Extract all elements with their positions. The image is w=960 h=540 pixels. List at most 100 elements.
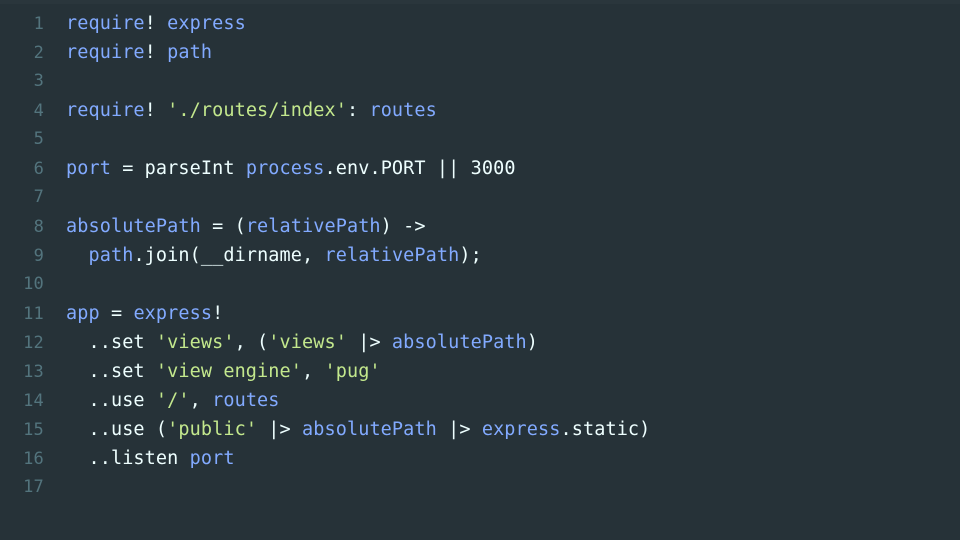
code-token-kw: require — [66, 100, 145, 121]
line-number: 9 — [33, 246, 44, 266]
code-token-str: 'views' — [155, 332, 235, 353]
code-line-content[interactable]: path.join(__dirname, relativePath); — [44, 241, 482, 270]
code-line[interactable]: 7 — [0, 183, 960, 212]
code-line-content[interactable]: require! './routes/index': routes — [44, 96, 437, 125]
code-line-content[interactable]: require! express — [44, 9, 246, 38]
code-token-punc: ! — [144, 42, 168, 63]
code-token-kw: require — [66, 13, 145, 34]
code-line-content[interactable]: app = express! — [44, 299, 223, 328]
code-token-plain: ..listen — [66, 448, 190, 469]
code-token-punc: ) — [526, 332, 539, 353]
code-token-str: 'public' — [167, 419, 258, 440]
code-line-content[interactable]: require! path — [44, 38, 212, 67]
code-line-content[interactable]: ..use ('public' |> absolutePath |> expre… — [44, 415, 650, 444]
code-token-punc: ! — [144, 100, 168, 121]
code-token-plain: __dirname — [200, 245, 303, 266]
code-token-punc: .static) — [560, 419, 651, 440]
code-token-punc: || — [425, 158, 471, 179]
line-number: 8 — [33, 217, 44, 237]
code-token-plain — [66, 245, 88, 266]
code-line-content[interactable]: ..use '/', routes — [44, 386, 280, 415]
line-number: 5 — [33, 129, 44, 149]
code-token-punc: ); — [459, 245, 482, 266]
code-token-var: path — [167, 42, 213, 63]
code-line[interactable]: 15 ..use ('public' |> absolutePath |> ex… — [0, 415, 960, 444]
code-token-var: relativePath — [324, 245, 460, 266]
line-number: 7 — [33, 187, 44, 207]
line-number: 6 — [33, 159, 44, 179]
code-token-punc: ) -> — [380, 216, 426, 237]
code-line[interactable]: 13 ..set 'view engine', 'pug' — [0, 357, 960, 386]
code-token-punc: |> — [436, 419, 482, 440]
code-token-var: express — [481, 419, 561, 440]
code-token-punc: = — [110, 158, 145, 179]
code-token-plain: .env.PORT — [324, 158, 426, 179]
line-number: 10 — [23, 274, 44, 294]
code-token-var: path — [88, 245, 134, 266]
code-token-punc — [235, 158, 246, 179]
code-token-var: app — [66, 303, 100, 324]
code-token-var: absolutePath — [391, 332, 527, 353]
code-line-content[interactable]: ..set 'views', ('views' |> absolutePath) — [44, 328, 538, 357]
code-token-str: '/' — [155, 390, 190, 411]
code-token-str: 'views' — [268, 332, 347, 353]
line-number: 15 — [23, 420, 44, 440]
code-token-kw: require — [66, 42, 145, 63]
code-token-plain: ..set — [66, 332, 156, 353]
code-token-var: port — [66, 158, 111, 179]
code-token-var: relativePath — [245, 216, 381, 237]
code-token-punc: , ( — [234, 332, 269, 353]
code-token-var: absolutePath — [302, 419, 437, 440]
line-number: 13 — [23, 362, 44, 382]
code-line[interactable]: 16 ..listen port — [0, 444, 960, 473]
code-token-punc: ! — [144, 13, 168, 34]
code-line[interactable]: 12 ..set 'views', ('views' |> absolutePa… — [0, 328, 960, 357]
code-line[interactable]: 14 ..use '/', routes — [0, 386, 960, 415]
code-token-punc: : — [346, 100, 370, 121]
line-number: 3 — [33, 71, 44, 91]
line-number: 16 — [23, 449, 44, 469]
code-token-plain: ..set — [66, 361, 156, 382]
code-token-punc: = — [99, 303, 134, 324]
code-line[interactable]: 5 — [0, 125, 960, 154]
code-token-punc: |> — [346, 332, 392, 353]
line-number: 12 — [23, 333, 44, 353]
code-line[interactable]: 9 path.join(__dirname, relativePath); — [0, 241, 960, 270]
code-token-str: './routes/index' — [167, 100, 347, 121]
code-token-var: express — [167, 13, 246, 34]
line-number: 14 — [23, 391, 44, 411]
code-token-str: 'view engine' — [155, 361, 302, 382]
code-token-var: express — [133, 303, 213, 324]
line-number: 4 — [33, 101, 44, 121]
code-line[interactable]: 3 — [0, 67, 960, 96]
code-token-punc: , — [302, 361, 325, 382]
line-number: 11 — [23, 304, 44, 324]
code-line[interactable]: 10 — [0, 270, 960, 299]
line-number: 1 — [33, 14, 44, 34]
line-number: 2 — [33, 43, 44, 63]
code-line-content[interactable]: ..listen port — [44, 444, 235, 473]
code-token-fn: parseInt — [144, 158, 235, 179]
code-token-num: 3000 — [470, 158, 516, 179]
code-token-punc: , — [189, 390, 213, 411]
code-line-content[interactable]: port = parseInt process.env.PORT || 3000 — [44, 154, 516, 183]
code-line-content[interactable]: absolutePath = (relativePath) -> — [44, 212, 426, 241]
code-line-content[interactable]: ..set 'view engine', 'pug' — [44, 357, 381, 386]
code-token-var: process — [245, 158, 325, 179]
code-token-punc: .join( — [133, 245, 201, 266]
editor-top-strip — [0, 0, 960, 4]
code-line[interactable]: 17 — [0, 473, 960, 502]
line-number: 17 — [23, 477, 44, 497]
code-token-var: routes — [369, 100, 437, 121]
code-token-punc: = ( — [200, 216, 246, 237]
code-token-plain: ..use — [66, 390, 156, 411]
code-token-var: port — [189, 448, 235, 469]
